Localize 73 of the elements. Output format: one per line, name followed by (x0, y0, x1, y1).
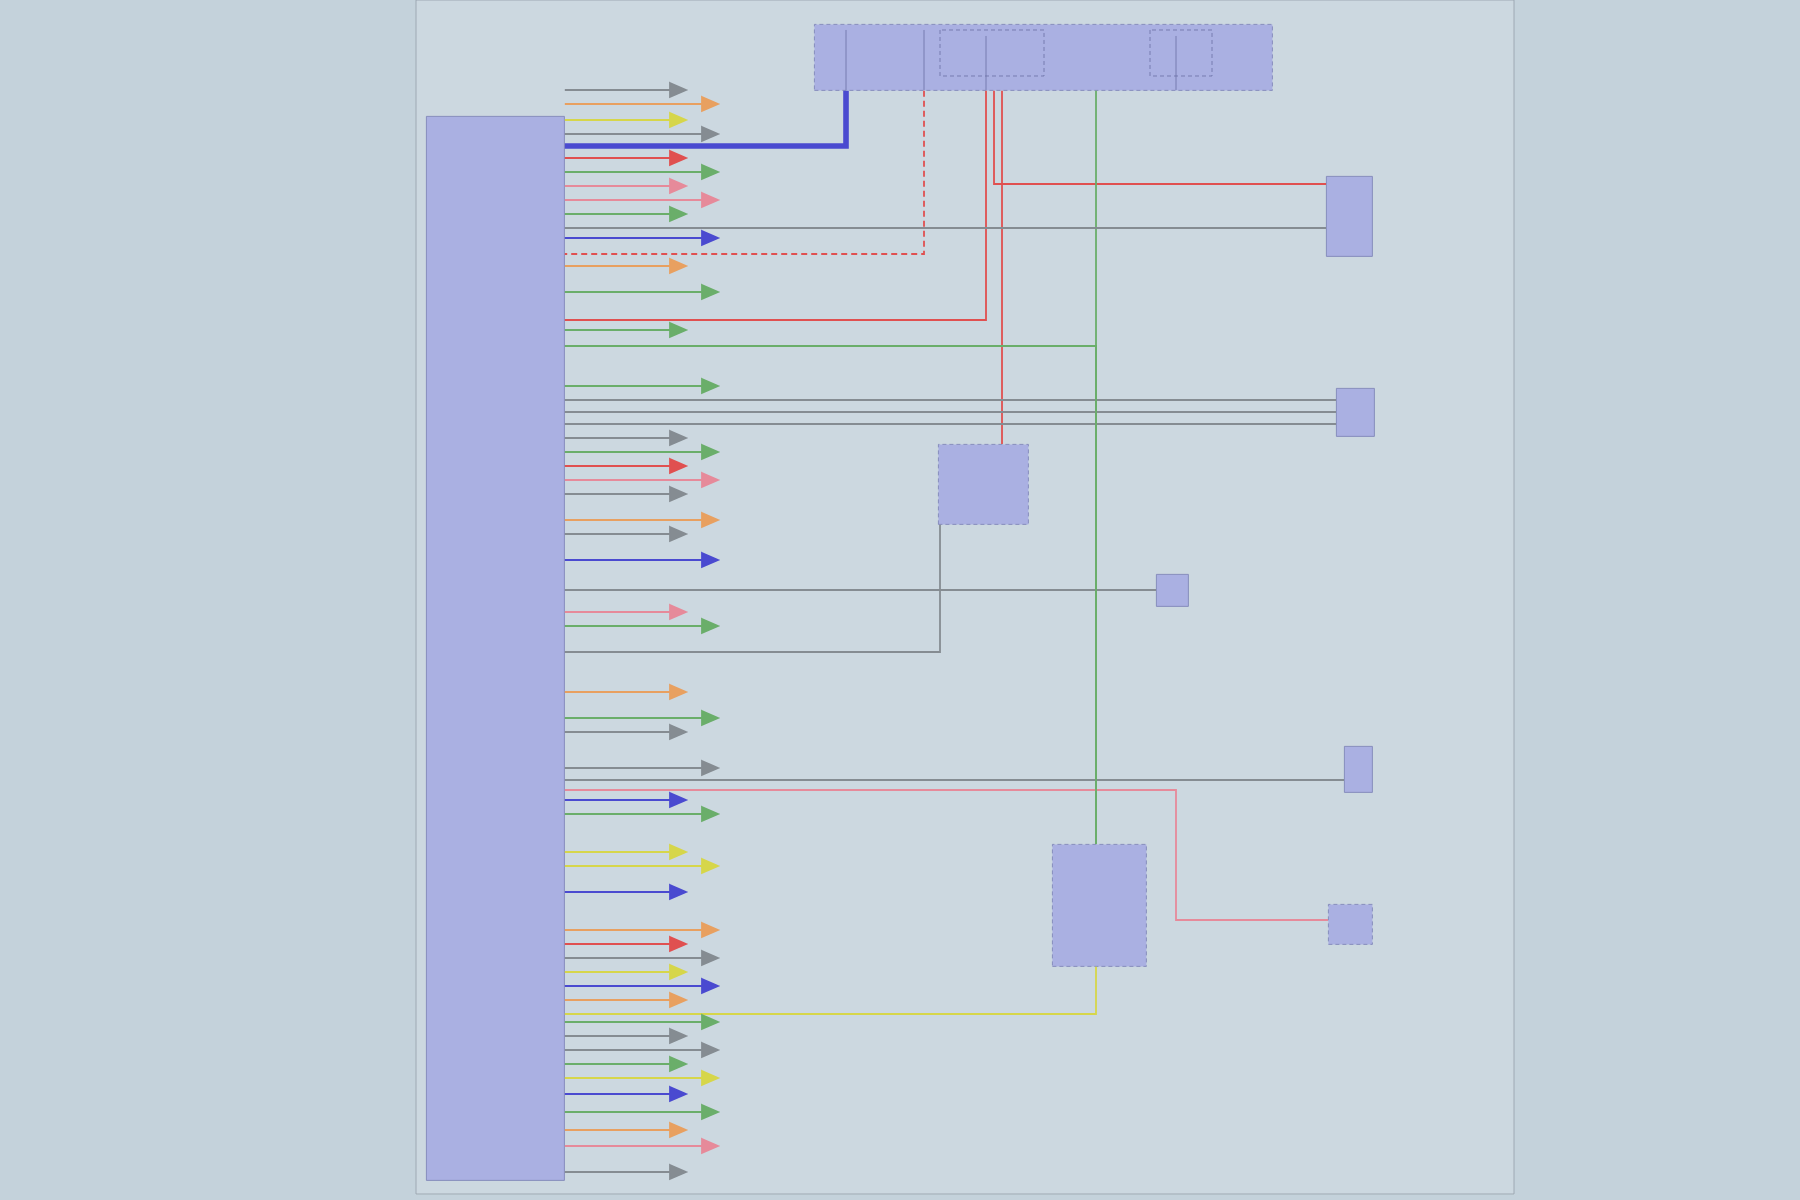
wire (563, 512, 721, 528)
wire (563, 411, 1337, 413)
wire (563, 284, 721, 300)
wire (563, 844, 689, 860)
wire (563, 978, 721, 994)
wire (563, 884, 689, 900)
wire (563, 1056, 689, 1072)
connector-box (1052, 844, 1147, 967)
wire (563, 444, 721, 460)
wire (563, 150, 689, 166)
wire (563, 1042, 721, 1058)
connector-box (1328, 904, 1373, 945)
module-box (426, 116, 565, 1181)
wire (563, 178, 689, 194)
wire (563, 258, 689, 274)
wire (563, 89, 987, 321)
fuse-box (814, 24, 1273, 91)
wire (563, 992, 689, 1008)
connector-box (1326, 176, 1373, 257)
wire (563, 1086, 689, 1102)
wire (563, 618, 721, 634)
wire (563, 965, 1097, 1015)
wire (563, 792, 689, 808)
wire (563, 1028, 689, 1044)
wire (563, 964, 689, 980)
wire (563, 806, 721, 822)
wire (564, 90, 849, 149)
wire (563, 345, 1097, 845)
wire (563, 472, 721, 488)
wire (563, 206, 689, 222)
wire (563, 724, 689, 740)
wire (563, 227, 1327, 229)
wire (563, 1070, 721, 1086)
wire (563, 922, 721, 938)
connector-box (938, 444, 1029, 525)
wire (563, 486, 689, 502)
wire (563, 378, 721, 394)
wire (993, 89, 1327, 185)
wire (563, 1014, 721, 1030)
wire (563, 1104, 721, 1120)
wire (563, 230, 721, 246)
wire (563, 126, 721, 142)
wire (563, 710, 721, 726)
wire (563, 164, 721, 180)
wire (563, 1138, 721, 1154)
wire (563, 604, 689, 620)
connector-box (1336, 388, 1375, 437)
wire (563, 399, 1337, 401)
wire (1001, 89, 1003, 445)
connector-box (1156, 574, 1189, 607)
wire (563, 589, 1157, 591)
wire (563, 936, 689, 952)
wire (563, 552, 721, 568)
wire (563, 523, 941, 653)
wire (563, 322, 689, 338)
wire (563, 858, 721, 874)
wire (563, 192, 721, 208)
wire (563, 1122, 689, 1138)
wire (563, 950, 721, 966)
wire (563, 458, 689, 474)
connector-box (1344, 746, 1373, 793)
wire (563, 526, 689, 542)
wire (563, 789, 1329, 921)
wire (563, 779, 1345, 781)
wire (563, 684, 689, 700)
wire (563, 423, 1337, 425)
wire (563, 96, 721, 112)
wire (563, 430, 689, 446)
wire (563, 112, 689, 128)
wire (563, 82, 689, 98)
wire (563, 760, 721, 776)
wire (563, 89, 925, 255)
wire (563, 1164, 689, 1180)
